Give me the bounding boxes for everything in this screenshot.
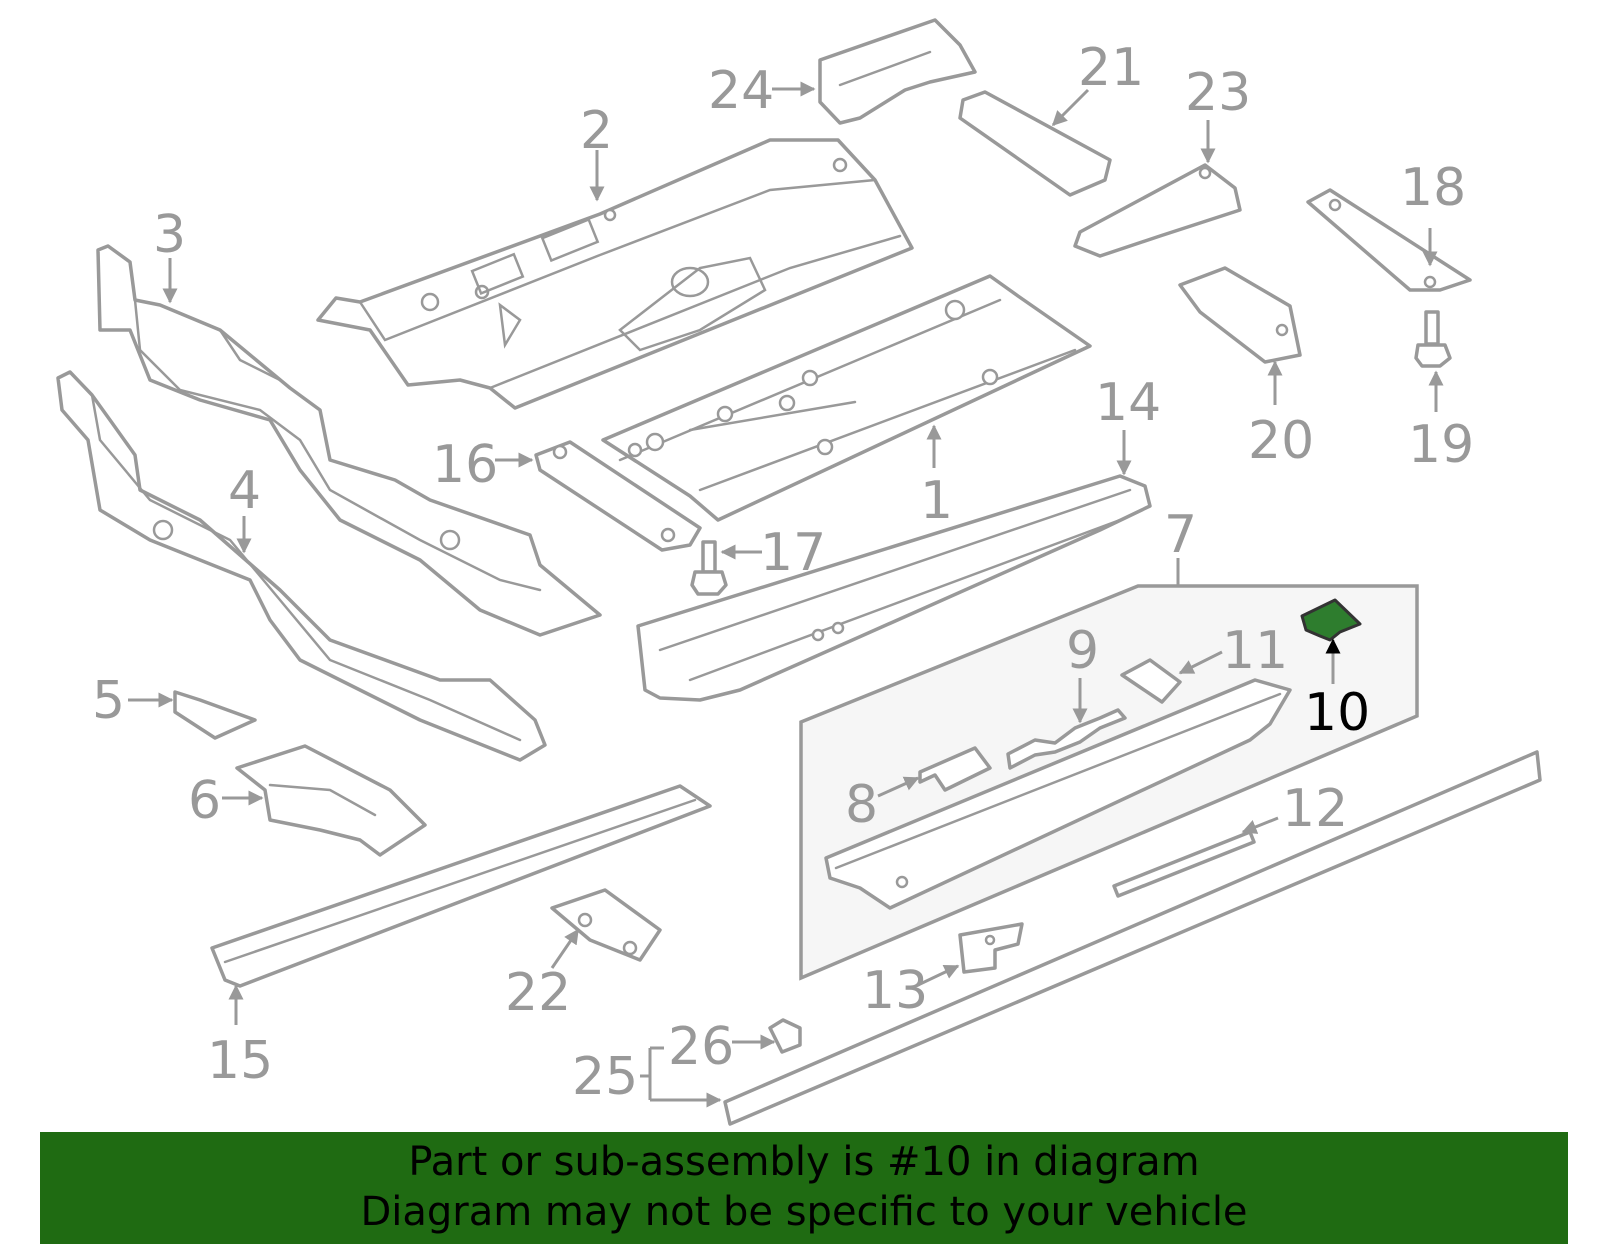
part-6-reinforcement[interactable] <box>235 744 427 857</box>
callout-8: 8 <box>845 775 878 835</box>
part-9-reinforcement[interactable] <box>1006 708 1127 770</box>
leader-21 <box>1051 88 1090 127</box>
callout-19: 19 <box>1408 415 1474 475</box>
part-12-trim-strip[interactable] <box>1112 830 1256 898</box>
leader-22 <box>550 928 580 969</box>
part-16-crossmember[interactable] <box>534 440 702 552</box>
callout-16: 16 <box>432 435 498 495</box>
part-15-rocker[interactable] <box>210 784 712 988</box>
callout-7: 7 <box>1164 505 1197 565</box>
part-4-frame-rail[interactable] <box>56 370 547 762</box>
part-3-frame-rail[interactable] <box>96 244 602 637</box>
callout-26: 26 <box>668 1017 734 1077</box>
callout-18: 18 <box>1400 158 1466 218</box>
callout-4: 4 <box>228 461 261 521</box>
part-21-bracket[interactable] <box>958 90 1112 197</box>
part-7-rocker-panel[interactable] <box>824 678 1292 910</box>
callout-13: 13 <box>862 961 928 1021</box>
callout-2: 2 <box>580 101 613 161</box>
part-2-floor-pan[interactable] <box>316 138 914 410</box>
leader-13 <box>917 964 960 987</box>
callout-1: 1 <box>920 471 953 531</box>
banner-line-1: Part or sub-assembly is #10 in diagram <box>408 1139 1200 1185</box>
callout-20: 20 <box>1248 411 1314 471</box>
part-17-bolt[interactable] <box>690 540 728 596</box>
callout-22: 22 <box>505 963 571 1023</box>
banner-line-2: Diagram may not be specific to your vehi… <box>360 1189 1248 1235</box>
part-1-rear-floor[interactable] <box>601 274 1092 522</box>
part-13-bracket[interactable] <box>958 922 1024 974</box>
part-14-side-rail[interactable] <box>636 474 1152 702</box>
callout-11: 11 <box>1222 621 1288 681</box>
info-banner: Part or sub-assembly is #10 in diagram D… <box>40 1132 1568 1244</box>
part-11-bracket[interactable] <box>1120 658 1182 704</box>
callout-24: 24 <box>708 61 774 121</box>
part-25-rocker-molding[interactable] <box>723 750 1542 1126</box>
callout-10: 10 <box>1304 683 1370 743</box>
part-5-bracket[interactable] <box>173 690 257 740</box>
callout-25: 25 <box>572 1047 638 1107</box>
callout-15: 15 <box>207 1031 273 1091</box>
callout-5: 5 <box>92 671 125 731</box>
part-20-bracket[interactable] <box>1178 266 1302 364</box>
callout-9: 9 <box>1066 621 1099 681</box>
parts-diagram: 24 21 2 23 3 18 20 19 1 14 16 4 17 7 5 9… <box>56 18 1542 1126</box>
leader-11 <box>1178 650 1223 675</box>
leader-25 <box>640 1046 720 1100</box>
callout-21: 21 <box>1078 38 1144 98</box>
part-8-bracket[interactable] <box>918 746 992 792</box>
callout-17: 17 <box>760 523 826 583</box>
part-19-bolt[interactable] <box>1414 310 1452 368</box>
part-26-clip[interactable] <box>768 1018 802 1054</box>
callout-3: 3 <box>153 205 186 265</box>
callout-6: 6 <box>188 771 221 831</box>
leader-12 <box>1241 816 1279 834</box>
part-10-highlighted[interactable] <box>1300 598 1362 642</box>
callout-14: 14 <box>1095 373 1161 433</box>
callout-23: 23 <box>1185 63 1251 123</box>
part-23-bracket[interactable] <box>1073 163 1242 258</box>
leader-8 <box>877 776 920 798</box>
part-24-bracket[interactable] <box>818 18 977 125</box>
part-22-bracket[interactable] <box>550 888 662 962</box>
callout-12: 12 <box>1282 779 1348 839</box>
